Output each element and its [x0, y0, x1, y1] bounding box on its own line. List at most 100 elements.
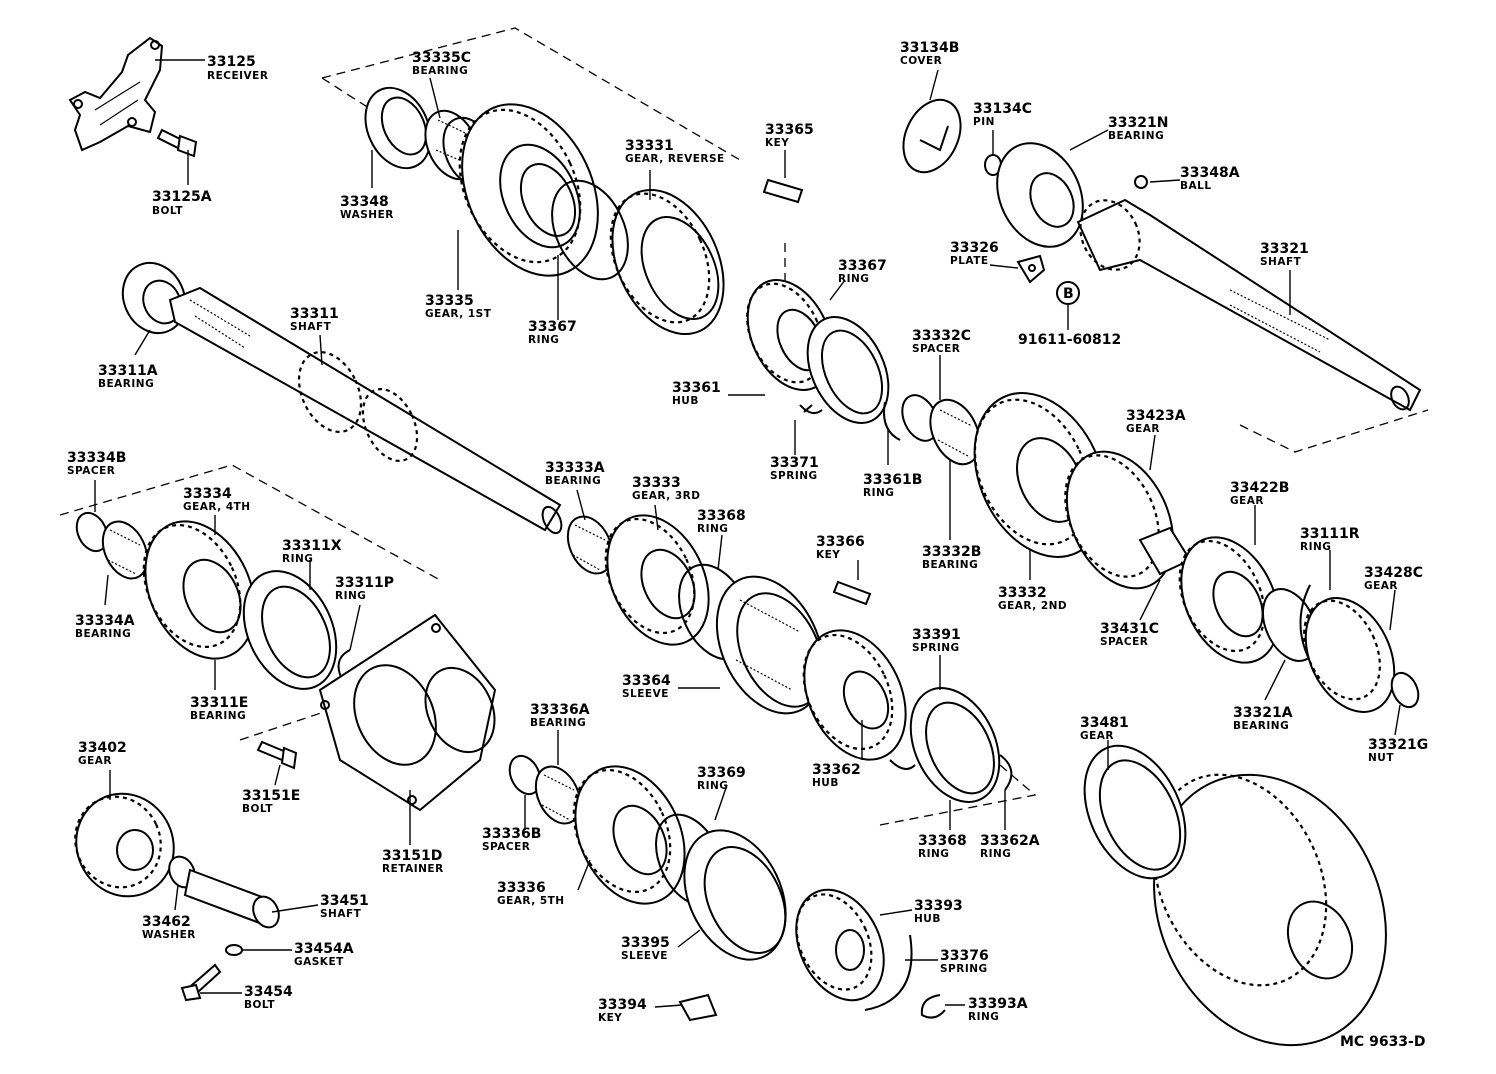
- svg-text:GEAR: GEAR: [78, 755, 112, 767]
- svg-text:33125: 33125: [207, 54, 256, 70]
- cover-33134B: [902, 98, 962, 174]
- svg-text:33366: 33366: [816, 534, 865, 550]
- ball-33348A: [1134, 175, 1148, 189]
- svg-text:33361B: 33361B: [863, 472, 922, 488]
- svg-text:33321: 33321: [1260, 241, 1309, 257]
- key-33366: [832, 580, 872, 606]
- svg-text:GEAR: GEAR: [1126, 423, 1160, 435]
- svg-text:91611-60812: 91611-60812: [1018, 332, 1121, 348]
- svg-text:33371: 33371: [770, 455, 819, 471]
- svg-text:BEARING: BEARING: [75, 628, 131, 640]
- svg-text:KEY: KEY: [816, 549, 840, 561]
- svg-text:SLEEVE: SLEEVE: [622, 688, 669, 700]
- svg-text:33362: 33362: [812, 762, 861, 778]
- svg-text:RING: RING: [918, 848, 949, 860]
- svg-text:SPRING: SPRING: [940, 963, 988, 975]
- bearing-33332B: [929, 398, 981, 466]
- bolt-33151E: [256, 740, 298, 770]
- svg-text:33428C: 33428C: [1364, 565, 1423, 581]
- svg-text:HUB: HUB: [914, 913, 941, 925]
- svg-text:33431C: 33431C: [1100, 621, 1159, 637]
- gear-33422B: [1178, 536, 1280, 664]
- svg-text:BEARING: BEARING: [922, 559, 978, 571]
- svg-text:33364: 33364: [622, 673, 671, 689]
- svg-text:33311: 33311: [290, 306, 339, 322]
- svg-text:HUB: HUB: [672, 395, 699, 407]
- svg-text:SHAFT: SHAFT: [320, 908, 362, 920]
- svg-text:SPACER: SPACER: [1100, 636, 1148, 648]
- ring-33368-b: [909, 687, 1001, 803]
- label-91611: 91611-60812: [1018, 332, 1121, 348]
- callout-b: B: [1056, 281, 1080, 305]
- svg-text:GEAR: GEAR: [1230, 495, 1264, 507]
- svg-text:RING: RING: [528, 334, 559, 346]
- shaft-33451: [183, 868, 280, 929]
- svg-text:33361: 33361: [672, 380, 721, 396]
- svg-text:BOLT: BOLT: [244, 999, 275, 1011]
- diagram-code: MC 9633-D: [1340, 1034, 1425, 1050]
- svg-text:GEAR, 4TH: GEAR, 4TH: [183, 501, 251, 513]
- leader-lines: [94, 59, 1401, 1008]
- svg-text:COVER: COVER: [900, 55, 942, 67]
- svg-text:GEAR, REVERSE: GEAR, REVERSE: [625, 153, 725, 165]
- svg-text:33321N: 33321N: [1108, 115, 1168, 131]
- bolt-33125A: [156, 128, 198, 158]
- shaft-33311: [168, 286, 563, 535]
- svg-text:33451: 33451: [320, 893, 369, 909]
- svg-text:33367: 33367: [838, 258, 887, 274]
- gear-33428C: [1303, 597, 1396, 713]
- svg-text:33395: 33395: [621, 935, 670, 951]
- svg-text:33365: 33365: [765, 122, 814, 138]
- spacer-33334B: [75, 511, 109, 553]
- svg-text:SPACER: SPACER: [482, 841, 530, 853]
- svg-text:BEARING: BEARING: [545, 475, 601, 487]
- gear-33423A: [1064, 450, 1175, 590]
- svg-text:RING: RING: [1300, 541, 1331, 553]
- ring-33362A: [999, 754, 1013, 791]
- svg-text:BEARING: BEARING: [98, 378, 154, 390]
- bearing-33334A: [101, 520, 149, 580]
- nut-33321G: [1390, 671, 1420, 709]
- svg-text:33311A: 33311A: [98, 363, 158, 379]
- svg-text:33348A: 33348A: [1180, 165, 1240, 181]
- svg-text:33393A: 33393A: [968, 996, 1028, 1012]
- bearing-33321N: [996, 142, 1084, 248]
- svg-text:33462: 33462: [142, 914, 191, 930]
- svg-text:RING: RING: [697, 780, 728, 792]
- bearing-33333A: [566, 515, 614, 575]
- svg-text:33348: 33348: [340, 194, 389, 210]
- svg-text:RING: RING: [335, 590, 366, 602]
- hub-33393: [795, 888, 885, 1002]
- gear-fifth-33336: [572, 765, 686, 905]
